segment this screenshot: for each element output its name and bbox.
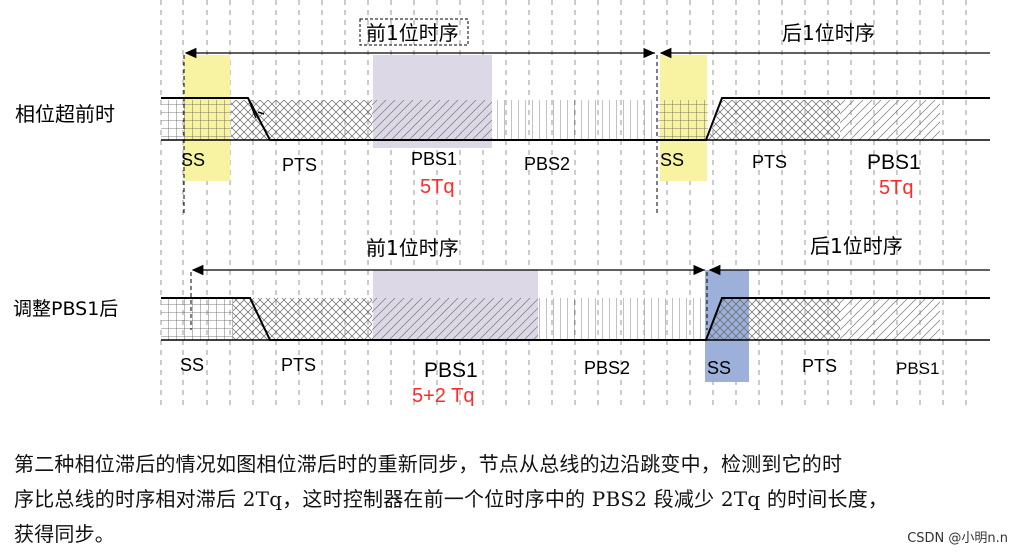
pts-label-top-1: PTS <box>282 155 317 175</box>
ss-label-bottom-2: SS <box>707 358 731 378</box>
pts-label-bottom-2: PTS <box>802 356 837 376</box>
ss-label-top-1: SS <box>181 150 205 170</box>
phase-lead-timing <box>161 18 990 215</box>
next-bit-label-top: 后1位时序 <box>782 21 875 45</box>
caption-paragraph: 第二种相位滞后的情况如图相位滞后时的重新同步，节点从总线的边沿跳变中，检测到它的… <box>14 447 1014 552</box>
ss-label-bottom-1: SS <box>180 355 204 375</box>
timing-diagram: 相位超前时 前1位时序 后1位时序 SS PTS PBS1 5Tq PBS2 S… <box>13 0 990 410</box>
row-label-phase-lead: 相位超前时 <box>15 102 115 126</box>
pbs1-label-bottom-2: PBS1 <box>896 359 939 378</box>
pbs1-length-top-2: 5Tq <box>879 177 913 199</box>
prev-bit-label-top: 前1位时序 <box>366 21 459 45</box>
csdn-watermark: CSDN @小明n.n <box>907 531 1008 546</box>
caption-line-3: 获得同步。 <box>14 522 115 546</box>
ss-label-top-2: SS <box>660 150 684 170</box>
pbs1-label-bottom-1: PBS1 <box>424 359 478 382</box>
pbs1-length-top-1: 5Tq <box>420 176 454 198</box>
pbs1-length-bottom-1: 5+2 Tq <box>412 385 474 407</box>
prev-bit-label-bottom: 前1位时序 <box>366 236 459 260</box>
pbs1-label-top-2: PBS1 <box>867 151 921 174</box>
pbs1-adjusted-timing <box>161 264 990 382</box>
next-bit-label-bottom: 后1位时序 <box>810 234 903 258</box>
caption-line-2: 序比总线的时序相对滞后 2Tq，这时控制器在前一个位时序中的 PBS2 段减少 … <box>14 487 889 511</box>
pts-label-top-2: PTS <box>752 152 787 172</box>
pts-label-bottom-1: PTS <box>281 355 316 375</box>
pbs2-label-top-1: PBS2 <box>524 154 570 174</box>
tq-grid-lines <box>160 0 967 410</box>
pbs2-label-bottom-1: PBS2 <box>584 358 630 378</box>
caption-line-1: 第二种相位滞后的情况如图相位滞后时的重新同步，节点从总线的边沿跳变中，检测到它的… <box>14 452 843 476</box>
pbs1-label-top-1: PBS1 <box>411 149 457 169</box>
row-label-pbs1-adjusted: 调整PBS1后 <box>13 298 118 320</box>
